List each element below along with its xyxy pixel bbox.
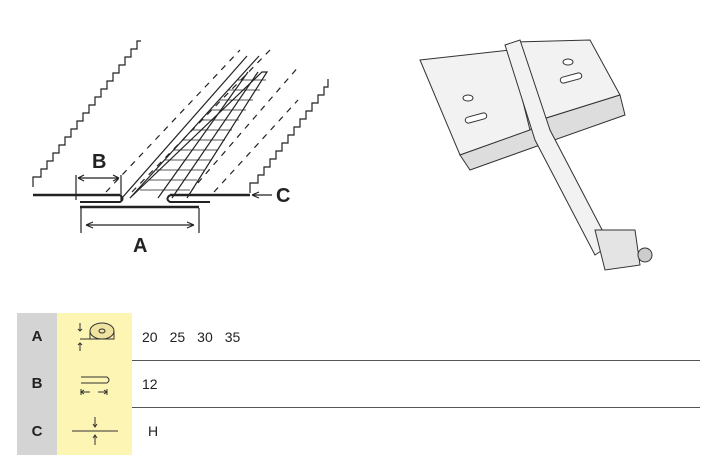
folder-attachment-illustration (419, 39, 653, 271)
divider (17, 407, 700, 408)
label-a: A (133, 235, 147, 257)
divider (17, 360, 700, 361)
spec-row-a: A 20 25 30 35 (17, 313, 700, 360)
tape-width-icon (57, 313, 132, 360)
value: 35 (224, 328, 241, 345)
spec-row-b: B 12 (17, 360, 700, 407)
value: 30 (197, 328, 213, 345)
material-thickness-icon (57, 407, 132, 455)
left-fabric-edge (32, 40, 141, 187)
value: H (148, 423, 159, 439)
value: 12 (142, 375, 158, 392)
label-c: C (276, 185, 290, 207)
fold-width-icon (57, 360, 132, 407)
row-label: A (17, 313, 57, 360)
seam-diagram: B A C (32, 40, 329, 257)
right-fabric-edge (249, 79, 329, 193)
spec-row-c: C H (17, 407, 700, 455)
value: 20 (142, 328, 158, 345)
row-label: C (17, 407, 57, 455)
tape-strip (129, 71, 269, 199)
label-b: B (92, 151, 106, 173)
value: 25 (169, 328, 186, 345)
row-label: B (17, 360, 57, 407)
